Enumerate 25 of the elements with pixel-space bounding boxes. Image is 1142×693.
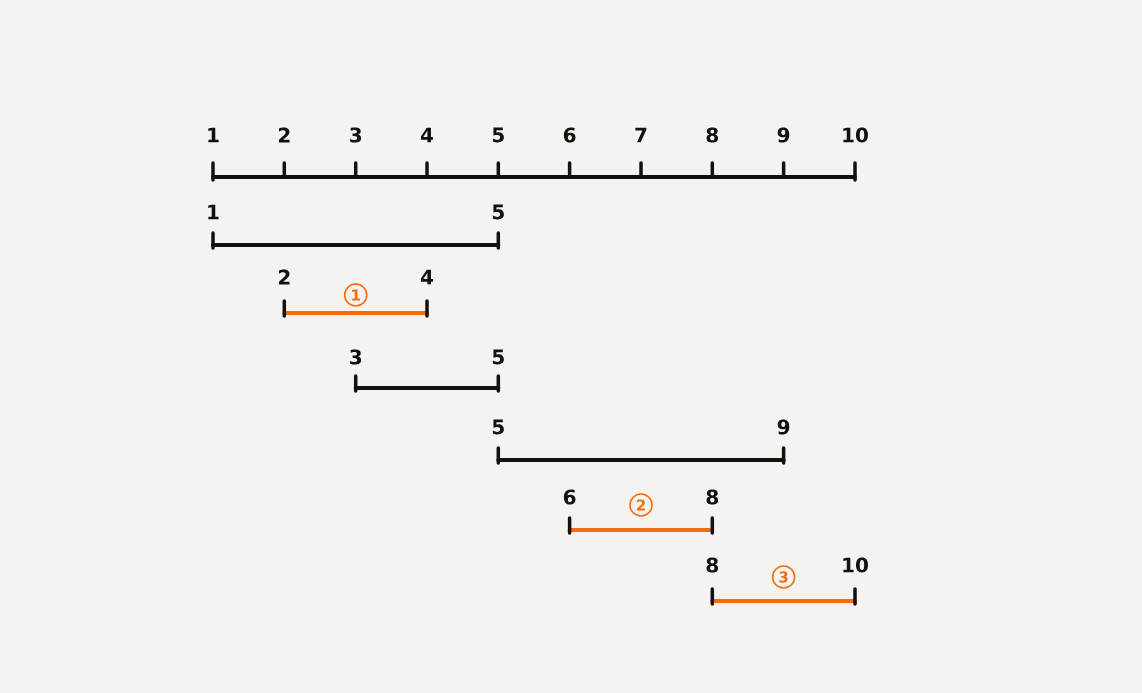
- endpoint-label: 1: [208, 204, 219, 220]
- tick-label: 8: [706, 127, 719, 143]
- endpoint-label: 6: [563, 489, 576, 505]
- endpoint-label: 5: [492, 419, 504, 435]
- endpoint-label: 5: [492, 349, 504, 365]
- endpoint-label: 2: [278, 269, 290, 285]
- tick-label: 5: [492, 127, 504, 143]
- callout-number: 2: [629, 493, 653, 517]
- endpoint-label: 9: [777, 419, 790, 435]
- tick-label: 3: [350, 127, 362, 143]
- endpoint-label: 8: [706, 557, 719, 573]
- endpoint-label: 4: [420, 269, 434, 285]
- endpoint-label: 5: [492, 204, 504, 220]
- endpoint-label: 3: [350, 349, 362, 365]
- tick-label: 6: [563, 127, 576, 143]
- tick-label: 1: [208, 127, 219, 143]
- endpoint-label: 8: [706, 489, 719, 505]
- tick-label: 2: [278, 127, 290, 143]
- tick-label: 7: [635, 127, 647, 143]
- callout-number: 1: [343, 283, 368, 307]
- endpoint-label: 10: [843, 557, 868, 573]
- tick-label: 4: [420, 127, 434, 143]
- tick-label: 9: [777, 127, 790, 143]
- tick-label: 10: [843, 127, 868, 143]
- callout-number: 3: [771, 565, 796, 589]
